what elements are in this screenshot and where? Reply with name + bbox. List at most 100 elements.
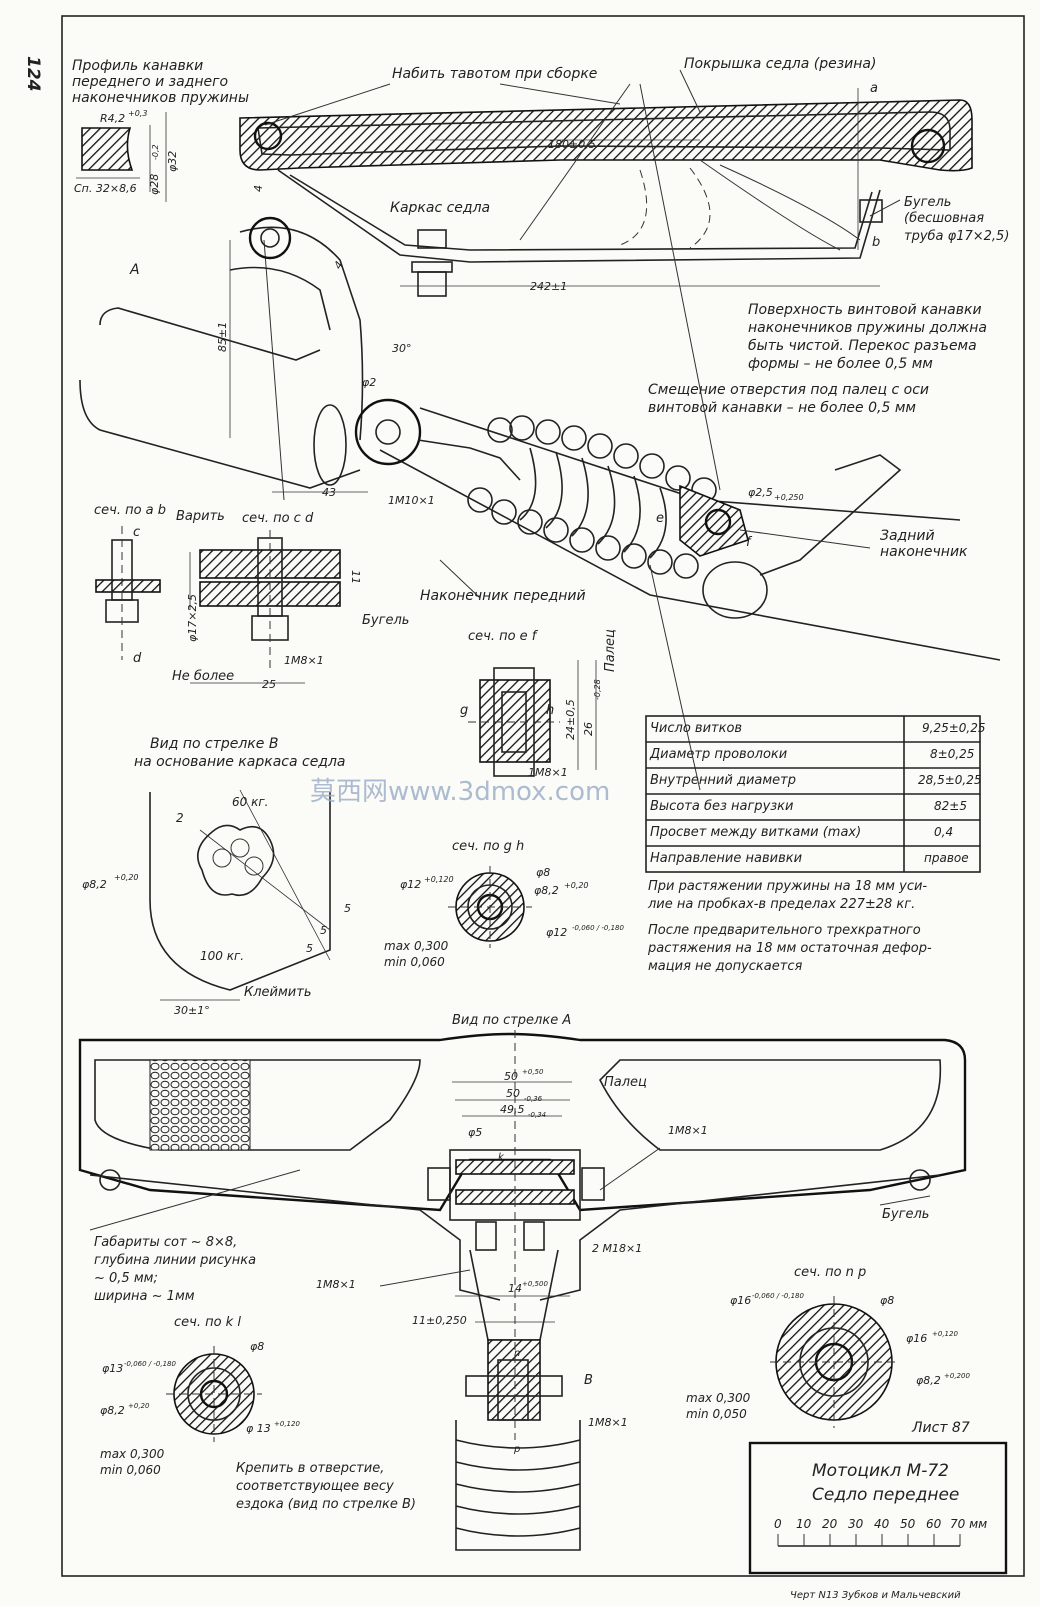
scale-70: 70 мм bbox=[950, 1517, 987, 1531]
scale-50: 50 bbox=[900, 1517, 916, 1531]
sec-kl: сеч. по k l bbox=[174, 1315, 241, 1330]
d17: φ17×2,5 bbox=[186, 594, 199, 642]
gh-phi82: φ8,2 bbox=[534, 884, 559, 897]
mark-k: k bbox=[498, 1152, 505, 1163]
front-tip: Наконечник передний bbox=[420, 588, 586, 604]
table-row-5-value: 0,4 bbox=[934, 825, 953, 839]
d495: 49,5 bbox=[500, 1103, 525, 1116]
kl-max: max 0,300 bbox=[100, 1447, 165, 1461]
mark-h: h bbox=[546, 703, 554, 718]
m8a: 1М8×1 bbox=[284, 654, 324, 667]
gh-min: min 0,060 bbox=[384, 955, 445, 969]
view-b-2: на основание каркаса седла bbox=[134, 754, 346, 770]
five-b: 5 bbox=[320, 924, 327, 937]
label-cover: Покрышка седла (резина) bbox=[684, 56, 876, 72]
five-a: 5 bbox=[344, 902, 351, 915]
mark-b: b bbox=[872, 235, 880, 250]
phi2: φ2 bbox=[362, 376, 376, 389]
table-row-3-value: 28,5±0,25 bbox=[918, 773, 982, 787]
gh-phi12b: φ12 bbox=[546, 926, 567, 939]
sheet-label: Лист 87 bbox=[911, 1420, 970, 1436]
table-row-1-value: 9,25±0,25 bbox=[922, 721, 986, 735]
angle-30b: 30±1° bbox=[174, 1004, 210, 1017]
d50b: 50 bbox=[506, 1087, 520, 1100]
spring-note-2: лие на пробках-в пределах 227±28 кг. bbox=[647, 897, 915, 912]
page-number: 124 bbox=[23, 56, 43, 92]
groove-profile-detail bbox=[76, 112, 167, 202]
label-d32: φ32 bbox=[166, 151, 179, 172]
scale-60: 60 bbox=[926, 1517, 942, 1531]
dim-4b: 4 bbox=[252, 185, 265, 192]
leader-lines bbox=[264, 69, 901, 791]
kl-phi82: φ8,2 bbox=[100, 1404, 125, 1417]
honeycomb-1: Габариты сот ~ 8×8, bbox=[94, 1235, 237, 1250]
surface-note-4: формы – не более 0,5 мм bbox=[748, 356, 933, 372]
m10: 1М10×1 bbox=[388, 494, 435, 507]
np-phi82: φ8,2 bbox=[916, 1374, 941, 1387]
np-phi16b: φ16 bbox=[906, 1332, 927, 1345]
dim-14: 14 bbox=[508, 1282, 522, 1295]
mark-n: n bbox=[514, 1348, 520, 1359]
dim-11b: 11±0,250 bbox=[412, 1314, 467, 1327]
annotations: 124 Профиль канавки переднего и заднего … bbox=[23, 56, 1009, 1601]
section-ef bbox=[468, 660, 597, 777]
credit: Черт N13 Зубков и Мальчевский bbox=[790, 1589, 961, 1601]
dim-11: 11 bbox=[349, 570, 362, 584]
view-a: Вид по стрелке А bbox=[452, 1013, 571, 1028]
label-groove-profile: Профиль канавки bbox=[72, 58, 203, 74]
label-d28: φ28 bbox=[148, 174, 161, 195]
title-block-title: Мотоцикл М-72 bbox=[812, 1461, 949, 1481]
kg60: 60 кг. bbox=[232, 795, 268, 809]
title-block-frame bbox=[748, 1441, 1008, 1575]
kl-phi13b: φ 13 bbox=[246, 1422, 271, 1435]
m8e: 1М8×1 bbox=[316, 1278, 356, 1291]
label-r42: R4,2 bbox=[100, 112, 125, 125]
spring-note-5: мация не допускается bbox=[648, 959, 802, 974]
np-min: min 0,050 bbox=[686, 1407, 747, 1421]
sheet-border bbox=[61, 15, 1025, 1577]
honeycomb-4: ширина ~ 1мм bbox=[94, 1289, 195, 1304]
label-sp: Сп. 32×8,6 bbox=[74, 182, 137, 195]
rear-tip-1: Задний bbox=[880, 528, 935, 544]
table-row-3-param: Внутренний диаметр bbox=[650, 773, 796, 788]
m8b: 1М8×1 bbox=[528, 766, 568, 779]
label-r42-tol: +0,3 bbox=[128, 109, 147, 118]
phi5: φ5 bbox=[468, 1126, 482, 1139]
scale-20: 20 bbox=[822, 1517, 838, 1531]
label-bracket-2: (бесшовная bbox=[904, 211, 984, 226]
label-grease: Набить тавотом при сборке bbox=[392, 66, 597, 82]
mark-c: c bbox=[133, 525, 140, 540]
honeycomb-3: ~ 0,5 мм; bbox=[94, 1271, 158, 1286]
scale-30: 30 bbox=[848, 1517, 864, 1531]
np-phi16b-tol: +0,120 bbox=[932, 1330, 958, 1338]
dim-24: 24±0,5 bbox=[564, 699, 577, 740]
np-phi8: φ8 bbox=[880, 1294, 894, 1307]
dim-242: 242±1 bbox=[530, 280, 567, 293]
table-row-4-param: Высота без нагрузки bbox=[650, 799, 793, 814]
watermark: 莫西网www.3dmox.com bbox=[310, 777, 610, 807]
mark-p: p bbox=[513, 1444, 520, 1455]
stamp: Клеймить bbox=[244, 985, 311, 1000]
spring-note-3: После предварительного трехкратного bbox=[648, 923, 921, 938]
d50a: 50 bbox=[504, 1070, 518, 1083]
gh-phi82-tol: +0,20 bbox=[564, 881, 589, 890]
view-a bbox=[78, 1030, 967, 1551]
scale-40: 40 bbox=[874, 1517, 890, 1531]
bugel-bottom: Бугель bbox=[882, 1207, 929, 1222]
np-phi16: φ16 bbox=[730, 1294, 751, 1307]
label-frame: Каркас седла bbox=[390, 200, 490, 216]
dim-85: 85±1 bbox=[216, 322, 229, 352]
dim-14-tol: +0,500 bbox=[522, 1280, 548, 1288]
mark-a: а bbox=[870, 81, 878, 96]
sec-cd: сеч. по c d bbox=[242, 511, 314, 526]
kg100: 100 кг. bbox=[200, 949, 244, 963]
kl-min: min 0,060 bbox=[100, 1463, 161, 1477]
mark-g: g bbox=[460, 703, 468, 718]
section-ab-cd bbox=[95, 526, 341, 684]
sec-ef: сеч. по e f bbox=[468, 629, 539, 644]
kl-phi13-tol: -0,060 / -0,180 bbox=[124, 1360, 176, 1368]
angle-30: 30° bbox=[392, 342, 412, 355]
mark-e: e bbox=[656, 511, 664, 526]
phi25-tol: +0,250 bbox=[774, 493, 804, 502]
